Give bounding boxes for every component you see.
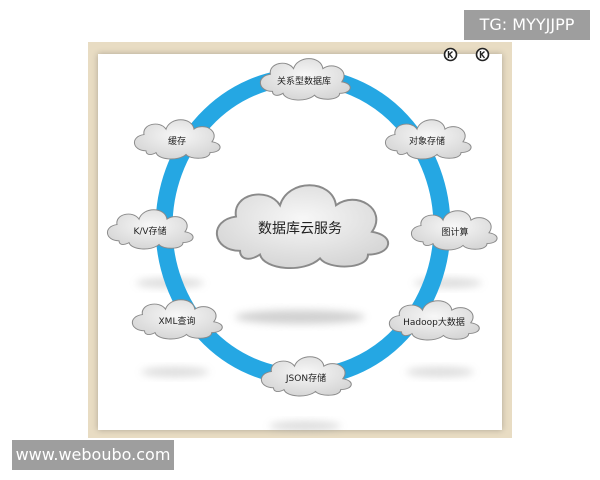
node-kv-storage-label: K/V存储 (133, 225, 166, 237)
center-label: 数据库云服务 (258, 221, 342, 237)
circle-k-icon (443, 47, 458, 62)
node-json-storage-label: JSON存储 (285, 372, 326, 384)
telegram-watermark: TG: MYYJJPP (464, 10, 590, 40)
node-shadow (269, 421, 341, 431)
node-relational-db-label: 关系型数据库 (277, 75, 331, 87)
node-hadoop-label: Hadoop大数据 (403, 316, 465, 328)
node-object-storage-label: 对象存储 (409, 135, 445, 147)
center-shadow (235, 310, 365, 324)
circle-k-icon (475, 47, 490, 62)
node-graph-compute-label: 图计算 (441, 226, 468, 238)
node-cache-label: 缓存 (168, 135, 186, 147)
node-shadow (141, 367, 209, 377)
site-watermark: www.weboubo.com (12, 440, 174, 470)
node-shadow (406, 367, 474, 377)
node-xml-query-label: XML查询 (159, 315, 196, 327)
